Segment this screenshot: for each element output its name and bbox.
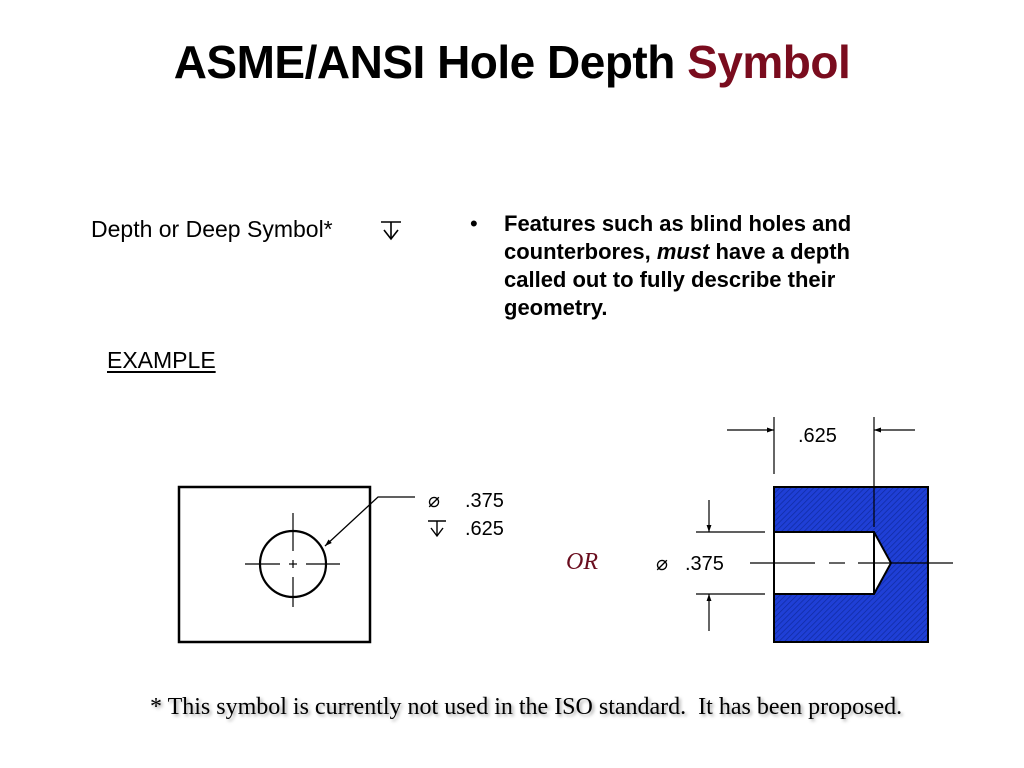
bullet-text-emphasis: must xyxy=(656,239,710,264)
or-label: OR xyxy=(566,549,598,575)
depth-symbol-label: Depth or Deep Symbol* xyxy=(91,216,333,242)
callout-depth-value: .625 xyxy=(465,518,504,540)
bullet-text-part1: Features such as blind holes and counter… xyxy=(504,211,852,264)
bullet-text: Features such as blind holes and counter… xyxy=(504,210,890,322)
bullet-marker: • xyxy=(470,211,478,236)
leader-line xyxy=(324,496,415,547)
plan-view xyxy=(177,485,415,644)
depth-symbol-icon xyxy=(381,221,401,241)
callout-diameter-value: .375 xyxy=(465,490,504,512)
plan-view-outline xyxy=(177,485,372,644)
title-accent: Symbol xyxy=(687,36,851,88)
example-heading: EXAMPLE xyxy=(107,347,216,373)
plan-view-callout: ⌀ .375 .625 xyxy=(428,490,504,540)
bullet-point: • Features such as blind holes and count… xyxy=(470,210,890,322)
diameter-symbol: ⌀ xyxy=(428,490,440,512)
section-diameter-value: .375 xyxy=(685,553,724,575)
depth-symbol-icon xyxy=(428,520,446,538)
bullet-text-part2: have a depth called out to fully describ… xyxy=(504,239,850,320)
section-view: .625 ⌀ .375 xyxy=(656,417,953,643)
title-main: ASME/ANSI Hole Depth xyxy=(173,36,688,88)
section-depth-value: .625 xyxy=(798,425,837,447)
slide-title: ASME/ANSI Hole Depth Symbol xyxy=(0,34,1024,90)
footnote: * This symbol is currently not used in t… xyxy=(150,694,903,720)
section-diameter-symbol: ⌀ xyxy=(656,553,668,575)
